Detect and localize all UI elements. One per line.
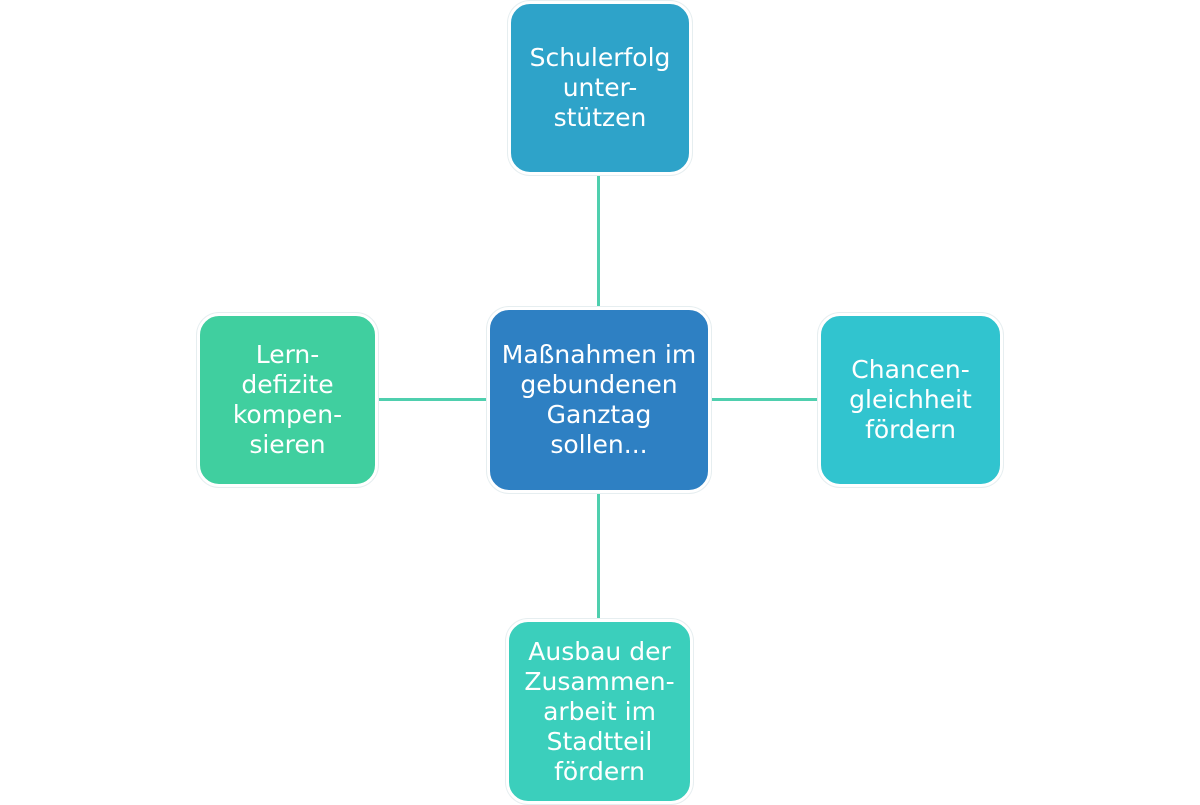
node-schulerfolg-label: Schulerfolg unter- stützen (529, 43, 671, 132)
node-chancengleichheit-label: Chancen- gleichheit fördern (849, 355, 972, 444)
connector-center-bottom (597, 493, 600, 619)
connector-center-right (711, 398, 818, 401)
node-schulerfolg: Schulerfolg unter- stützen (508, 1, 692, 175)
connector-center-left (378, 398, 487, 401)
node-chancengleichheit: Chancen- gleichheit fördern (818, 313, 1003, 487)
node-zusammenarbeit: Ausbau der Zusammen- arbeit im Stadtteil… (506, 619, 693, 804)
node-lerndefizite-label: Lern- defizite kompen- sieren (232, 340, 343, 459)
connector-center-top (597, 175, 600, 307)
node-center-label: Maßnahmen im gebundenen Ganztag sollen..… (501, 340, 697, 459)
node-center-massnahmen: Maßnahmen im gebundenen Ganztag sollen..… (487, 307, 711, 493)
node-zusammenarbeit-label: Ausbau der Zusammen- arbeit im Stadtteil… (524, 636, 675, 786)
node-lerndefizite: Lern- defizite kompen- sieren (197, 313, 378, 487)
